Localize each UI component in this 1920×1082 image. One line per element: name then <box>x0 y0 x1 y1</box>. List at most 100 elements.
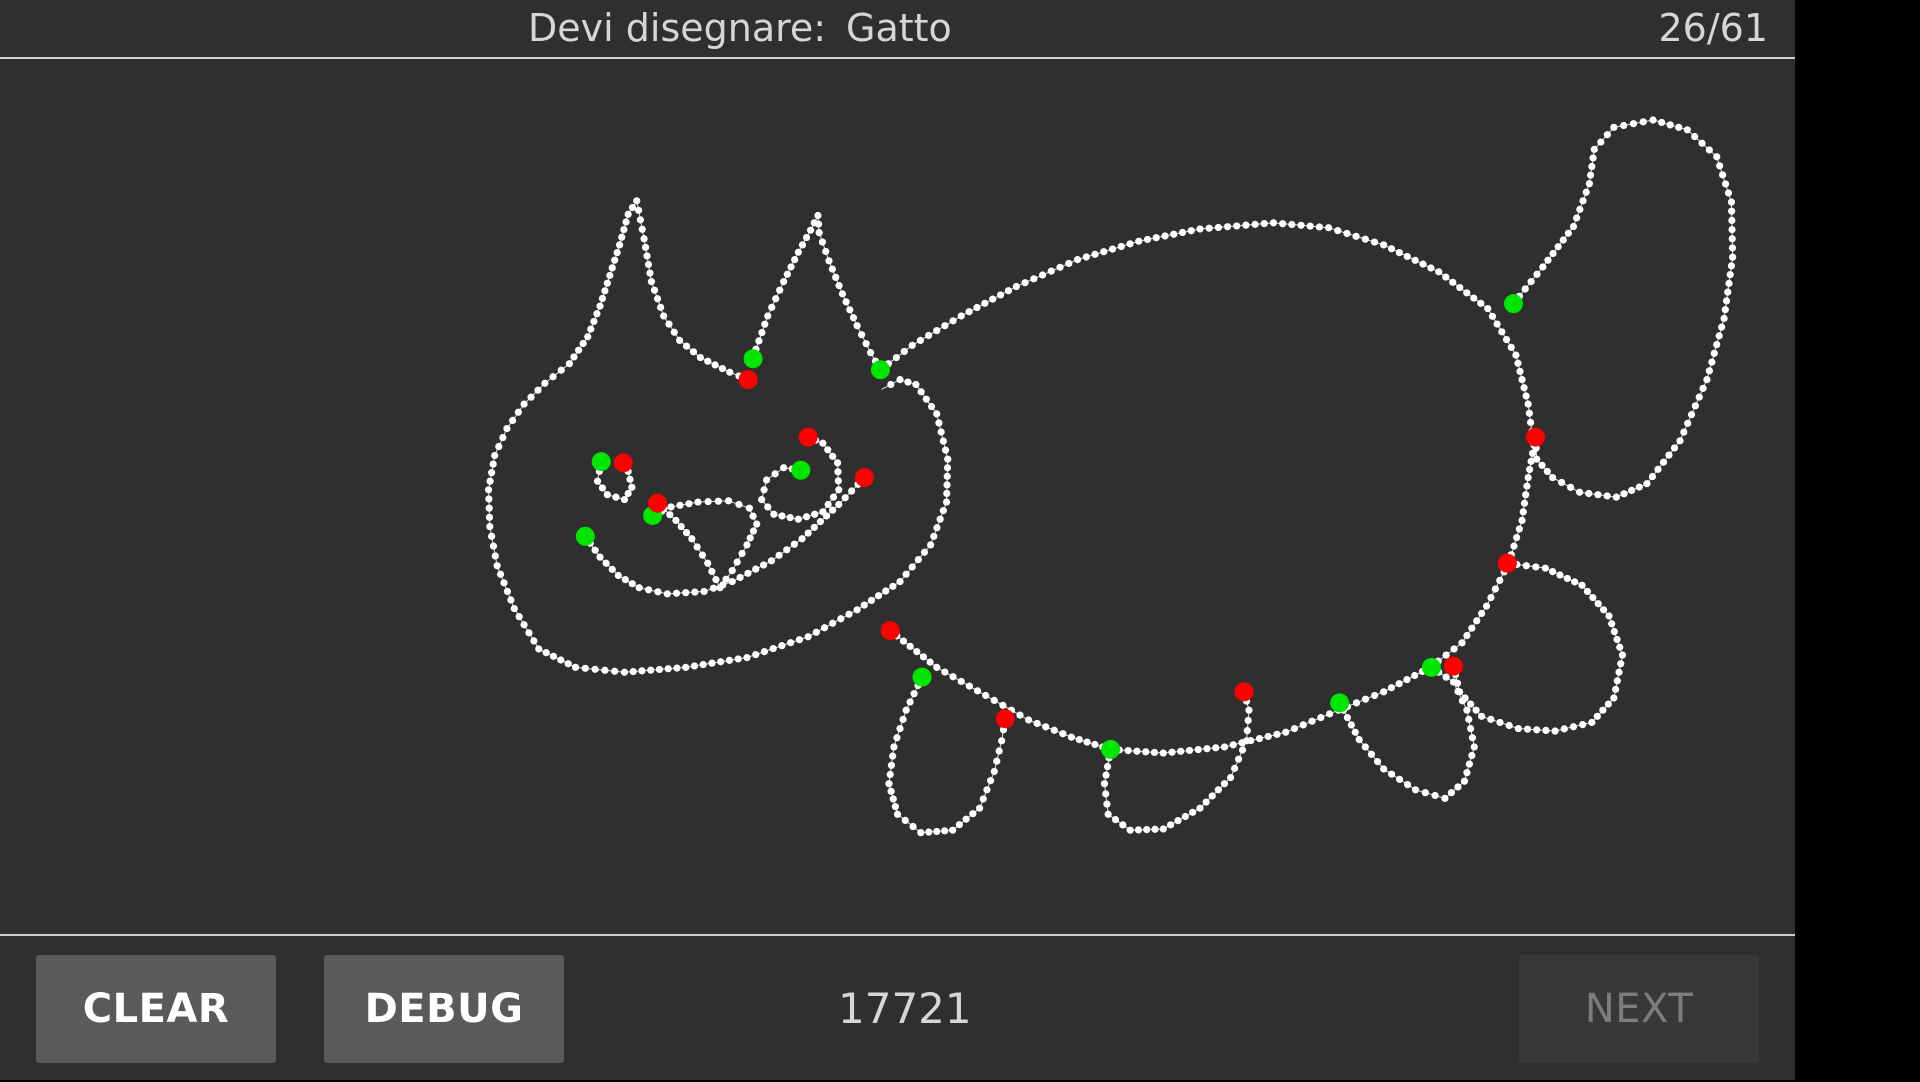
stroke-point <box>1463 769 1471 777</box>
stroke-point <box>1244 716 1252 725</box>
stroke-point <box>862 340 870 348</box>
stroke-point <box>783 270 791 278</box>
stroke-point <box>1181 812 1189 821</box>
prompt-label: Devi disegnare: <box>528 6 827 50</box>
stroke-point <box>624 489 632 498</box>
stroke-point <box>541 379 549 387</box>
stroke-point <box>783 546 791 554</box>
stroke-point <box>769 645 777 653</box>
stroke-point <box>829 619 837 627</box>
stroke-point <box>1564 229 1572 237</box>
stroke-point <box>1710 349 1718 357</box>
next-button[interactable]: NEXT <box>1519 955 1759 1063</box>
stroke-point <box>1103 800 1111 808</box>
stroke-point <box>1567 483 1575 491</box>
stroke-point <box>665 320 673 328</box>
stroke-point <box>790 540 798 548</box>
stroke-point <box>1725 279 1733 287</box>
stroke-point <box>1522 491 1530 499</box>
stroke-point <box>1361 235 1369 243</box>
stroke-point <box>1721 180 1730 188</box>
stroke-point <box>1533 270 1541 278</box>
stroke-point <box>1665 451 1673 459</box>
stroke-point <box>603 491 611 499</box>
stroke-point <box>1016 711 1024 719</box>
stroke-point <box>633 197 641 205</box>
stroke-point <box>1205 224 1213 232</box>
stroke-point <box>1603 131 1611 139</box>
stroke-start-marker <box>870 360 890 380</box>
stroke-point <box>628 483 636 491</box>
stroke-point <box>1543 467 1551 476</box>
stroke-point <box>641 243 650 251</box>
stroke-point <box>795 636 804 644</box>
stroke-point <box>647 278 656 286</box>
stroke-point <box>704 498 712 506</box>
stroke-point <box>908 341 916 349</box>
stroke-point <box>672 589 681 597</box>
stroke-point <box>612 493 620 501</box>
stroke-point <box>1559 236 1567 244</box>
stroke-point <box>770 510 778 518</box>
stroke-start-marker <box>591 452 611 472</box>
stroke-end-marker <box>1497 553 1517 573</box>
stroke-point <box>628 203 637 212</box>
stroke-point <box>530 637 538 645</box>
stroke-point <box>1317 713 1325 722</box>
stroke-point <box>602 559 610 567</box>
stroke-point <box>912 380 920 389</box>
stroke-point <box>1380 688 1388 696</box>
clear-button[interactable]: CLEAR <box>36 955 276 1063</box>
stroke-point <box>696 353 705 362</box>
stroke-point <box>1521 285 1529 293</box>
stroke-point <box>1515 525 1523 533</box>
stroke-point <box>488 469 496 477</box>
stroke-point <box>1487 593 1495 602</box>
stroke-point <box>944 455 952 463</box>
stroke-point <box>936 515 944 523</box>
stroke-point <box>1238 746 1247 754</box>
stroke-point <box>745 504 753 512</box>
stroke-point <box>615 241 624 249</box>
debug-button[interactable]: DEBUG <box>324 955 564 1063</box>
stroke-point <box>1419 260 1427 268</box>
stroke-point <box>1523 725 1532 733</box>
stroke-point <box>1518 375 1526 384</box>
stroke-point <box>990 767 998 776</box>
stroke-line <box>889 437 1537 754</box>
stroke-point <box>1352 699 1361 707</box>
stroke-point <box>913 648 921 656</box>
stroke-line <box>1452 562 1623 732</box>
stroke-point <box>1135 237 1143 245</box>
stroke-point <box>1603 492 1611 500</box>
stroke-point <box>917 829 925 837</box>
stroke-point <box>1589 593 1597 602</box>
stroke-point <box>691 588 699 596</box>
stroke-point <box>933 327 941 335</box>
stroke-point <box>927 541 935 549</box>
stroke-point <box>1411 671 1419 680</box>
stroke-point <box>520 400 528 408</box>
stroke-point <box>608 264 616 272</box>
stroke-point <box>638 225 646 233</box>
stroke-point <box>764 312 772 320</box>
stroke-point <box>949 673 957 681</box>
stroke-point <box>812 628 820 636</box>
stroke-point <box>676 501 684 509</box>
drawing-canvas[interactable] <box>0 59 1795 934</box>
stroke-point <box>749 512 757 520</box>
stroke-point <box>1520 384 1528 392</box>
stroke-point <box>969 810 977 818</box>
stroke-point <box>704 559 712 567</box>
stroke-point <box>1380 241 1388 249</box>
stroke-point <box>1525 409 1533 417</box>
stroke-point <box>1726 271 1734 279</box>
stroke-end-marker <box>854 468 874 488</box>
stroke-point <box>975 804 984 812</box>
stroke-point <box>657 303 665 311</box>
stroke-point <box>1721 306 1729 314</box>
stroke-point <box>775 551 783 559</box>
stroke-point <box>1059 730 1067 738</box>
stroke-point <box>791 255 799 264</box>
stroke-point <box>1715 332 1723 340</box>
